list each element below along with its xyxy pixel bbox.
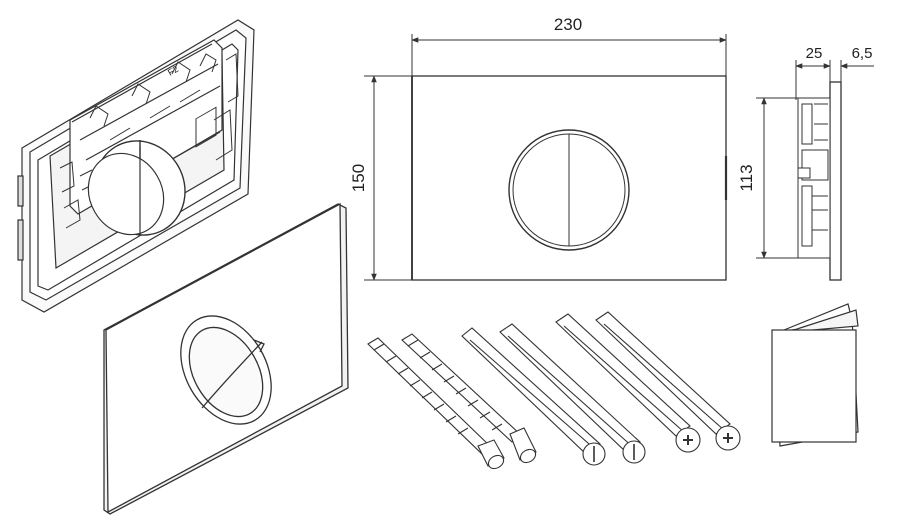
phillips-dowel-2 bbox=[595, 311, 741, 451]
slotted-dowel-1 bbox=[461, 327, 606, 466]
threaded-rod-1 bbox=[367, 337, 505, 470]
slotted-dowels bbox=[461, 323, 646, 466]
cover-plate-iso bbox=[103, 202, 349, 515]
side-profile: 25 6,5 113 bbox=[737, 45, 874, 281]
dimension-depth: 25 bbox=[806, 45, 823, 62]
phillips-dowel-1 bbox=[555, 313, 701, 453]
dimension-thickness: 6,5 bbox=[852, 45, 873, 62]
cover-plate-front: 230 150 bbox=[349, 15, 728, 281]
phillips-dowels bbox=[555, 311, 741, 453]
dual-flush-button-iso bbox=[87, 140, 186, 236]
manual-booklet bbox=[771, 303, 859, 447]
dimension-width: 230 bbox=[554, 15, 582, 34]
dimension-frame-height: 113 bbox=[737, 164, 756, 191]
threaded-rod-2 bbox=[401, 333, 537, 464]
svg-text:F2: F2 bbox=[166, 64, 180, 78]
threaded-rods bbox=[367, 333, 537, 470]
dimension-height: 150 bbox=[349, 164, 368, 192]
mounting-frame-iso: F2 bbox=[17, 19, 255, 313]
slotted-dowel-2 bbox=[499, 323, 646, 464]
